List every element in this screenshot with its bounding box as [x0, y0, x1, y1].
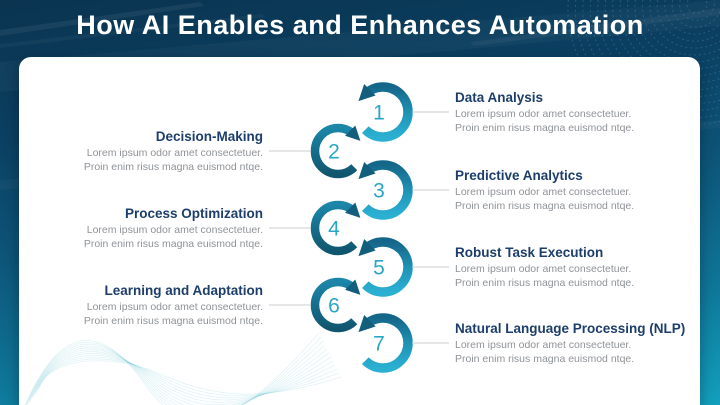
item-title: Process Optimization	[124, 206, 263, 221]
wave-line	[34, 355, 336, 401]
item-description-line: Lorem ipsum odor amet consectetuer.	[86, 301, 263, 313]
item-description-line: Lorem ipsum odor amet consectetuer.	[455, 339, 632, 351]
item-title: Natural Language Processing (NLP)	[455, 321, 686, 336]
wave-line	[36, 356, 338, 399]
item-description-line: Proin enim risus magna euismod ntqe.	[83, 237, 263, 250]
page-title: How AI Enables and Enhances Automation	[76, 10, 644, 40]
item-description-line: Lorem ipsum odor amet consectetuer.	[455, 108, 632, 120]
item-description-line: Proin enim risus magna euismod ntqe.	[83, 160, 263, 173]
item-title: Robust Task Execution	[455, 245, 604, 260]
wave-line	[24, 332, 320, 405]
item-description-line: Proin enim risus magna euismod ntqe.	[455, 276, 635, 289]
wave-line	[28, 347, 328, 405]
item-description-line: Lorem ipsum odor amet consectetuer.	[86, 147, 263, 159]
item-description-line: Lorem ipsum odor amet consectetuer.	[455, 263, 632, 275]
item-title: Predictive Analytics	[455, 168, 583, 183]
item-title: Learning and Adaptation	[104, 283, 264, 298]
process-item: Natural Language Processing (NLP) Lorem i…	[455, 321, 707, 366]
item-description-line: Proin enim risus magna euismod ntqe.	[83, 314, 263, 327]
item-description-line: Proin enim risus magna euismod ntqe.	[455, 121, 635, 134]
wave-line	[26, 340, 324, 405]
content-card	[19, 57, 700, 405]
item-description-line: Proin enim risus magna euismod ntqe.	[455, 352, 635, 365]
wave-line	[33, 353, 334, 403]
wave-line	[31, 351, 332, 405]
wave-line	[39, 360, 342, 395]
wave-line	[37, 358, 340, 397]
item-description-line: Proin enim risus magna euismod ntqe.	[455, 199, 635, 212]
item-description-line: Lorem ipsum odor amet consectetuer.	[86, 224, 263, 236]
wave-line	[25, 336, 322, 405]
wave-line	[27, 344, 326, 405]
item-title: Decision-Making	[155, 129, 263, 144]
wave-mesh-decoration	[24, 332, 342, 405]
item-description-line: Lorem ipsum odor amet consectetuer.	[455, 186, 632, 198]
item-title: Data Analysis	[455, 90, 544, 105]
